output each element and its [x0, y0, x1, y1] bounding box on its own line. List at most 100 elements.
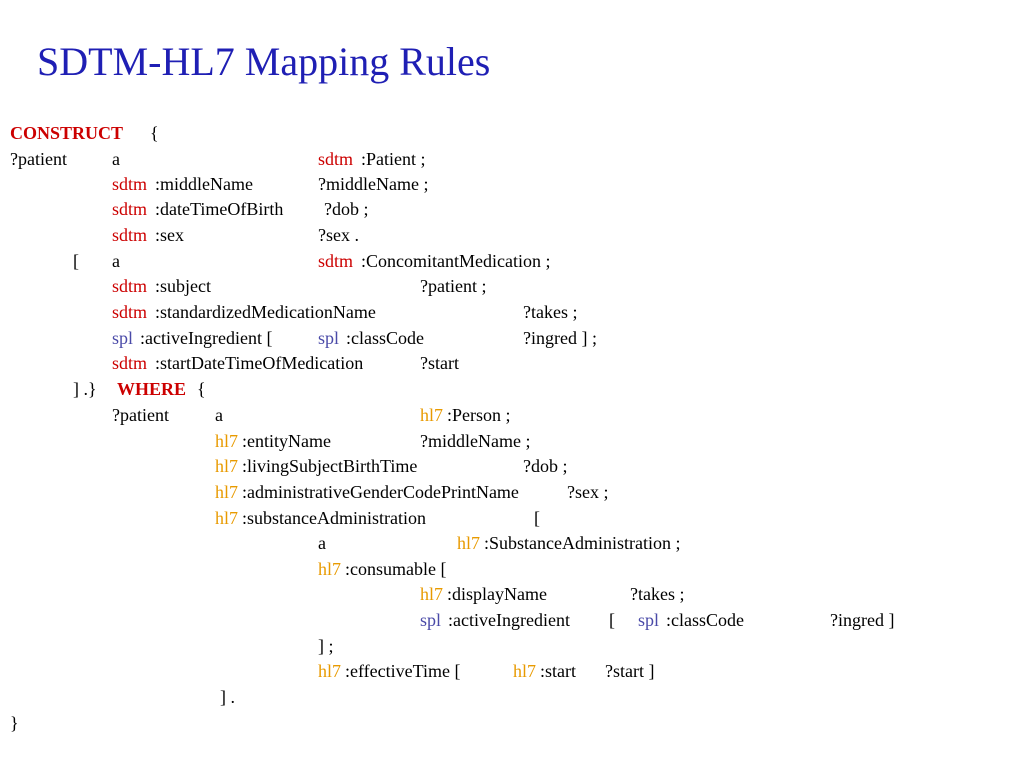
- close-bracket: ] .}: [73, 379, 97, 399]
- spl-prefix: spl: [112, 328, 134, 348]
- property-name: :classCode: [346, 328, 424, 348]
- code-line-12: ?patient a hl7 :Person ;: [0, 404, 1024, 426]
- property-name: :substanceAdministration: [242, 508, 426, 528]
- code-line-23: ] .: [0, 686, 1024, 708]
- code-line-2: ?patient a sdtm :Patient ;: [0, 148, 1024, 170]
- close-brace: }: [10, 713, 19, 733]
- type-keyword: a: [112, 149, 120, 169]
- sdtm-prefix: sdtm: [112, 225, 148, 245]
- hl7-prefix: hl7: [420, 405, 444, 425]
- hl7-prefix: hl7: [457, 533, 481, 553]
- property-name: :startDateTimeOfMedication: [155, 353, 364, 373]
- property-name: :effectiveTime [: [345, 661, 461, 681]
- object-variable: ?takes ;: [523, 302, 578, 322]
- object-variable: ?middleName ;: [420, 431, 531, 451]
- hl7-prefix: hl7: [215, 508, 239, 528]
- open-brace: {: [197, 379, 206, 399]
- object-variable: ?dob ;: [523, 456, 568, 476]
- sdtm-prefix: sdtm: [318, 149, 354, 169]
- type-keyword: a: [215, 405, 223, 425]
- sdtm-prefix: sdtm: [112, 302, 148, 322]
- hl7-prefix: hl7: [513, 661, 537, 681]
- open-bracket: [: [534, 508, 540, 528]
- object-variable: ?ingred ]: [830, 610, 895, 630]
- object-variable: ?sex .: [318, 225, 359, 245]
- sdtm-prefix: sdtm: [112, 353, 148, 373]
- property-name: :sex: [155, 225, 184, 245]
- property-name: :administrativeGenderCodePrintName: [242, 482, 519, 502]
- hl7-prefix: hl7: [215, 431, 239, 451]
- object-variable: ?takes ;: [630, 584, 685, 604]
- object-variable: ?patient ;: [420, 276, 487, 296]
- code-line-16: hl7 :substanceAdministration [: [0, 507, 1024, 529]
- code-line-17: a hl7 :SubstanceAdministration ;: [0, 532, 1024, 554]
- where-keyword: WHERE: [117, 379, 187, 399]
- spl-prefix: spl: [638, 610, 660, 630]
- sdtm-prefix: sdtm: [318, 251, 354, 271]
- code-line-11: ] .} WHERE {: [0, 378, 1024, 400]
- variable: ?patient: [112, 405, 169, 425]
- code-line-4: sdtm :dateTimeOfBirth ?dob ;: [0, 198, 1024, 220]
- code-line-9: spl :activeIngredient [ spl :classCode ?…: [0, 327, 1024, 349]
- object-variable: ?start: [420, 353, 459, 373]
- slide-title: SDTM-HL7 Mapping Rules: [37, 39, 491, 84]
- spl-prefix: spl: [318, 328, 340, 348]
- variable: ?patient: [10, 149, 67, 169]
- object-variable: ?dob ;: [324, 199, 369, 219]
- property-name: :start: [540, 661, 576, 681]
- code-line-19: hl7 :displayName ?takes ;: [0, 583, 1024, 605]
- property-name: :subject: [155, 276, 211, 296]
- object-variable: ?middleName ;: [318, 174, 429, 194]
- code-line-18: hl7 :consumable [: [0, 558, 1024, 580]
- property-name: :activeIngredient: [448, 610, 570, 630]
- property-name: :classCode: [666, 610, 744, 630]
- property-name: :livingSubjectBirthTime: [242, 456, 418, 476]
- property-name: :standardizedMedicationName: [155, 302, 376, 322]
- open-bracket: [: [73, 251, 79, 271]
- sdtm-prefix: sdtm: [112, 276, 148, 296]
- code-line-15: hl7 :administrativeGenderCodePrintName ?…: [0, 481, 1024, 503]
- code-line-21: ] ;: [0, 635, 1024, 657]
- class-name: :ConcomitantMedication ;: [361, 251, 551, 271]
- sdtm-prefix: sdtm: [112, 199, 148, 219]
- property-name: :consumable [: [345, 559, 447, 579]
- spl-prefix: spl: [420, 610, 442, 630]
- class-name: :Person ;: [447, 405, 511, 425]
- hl7-prefix: hl7: [215, 482, 239, 502]
- close-bracket: ] ;: [318, 636, 334, 656]
- hl7-prefix: hl7: [215, 456, 239, 476]
- object-variable: ?start ]: [605, 661, 655, 681]
- code-line-1: CONSTRUCT {: [0, 122, 1024, 144]
- type-keyword: a: [318, 533, 326, 553]
- code-line-13: hl7 :entityName ?middleName ;: [0, 430, 1024, 452]
- object-variable: ?ingred ] ;: [523, 328, 597, 348]
- code-line-5: sdtm :sex ?sex .: [0, 224, 1024, 246]
- code-line-3: sdtm :middleName ?middleName ;: [0, 173, 1024, 195]
- property-name: :activeIngredient [: [140, 328, 273, 348]
- hl7-prefix: hl7: [318, 661, 342, 681]
- property-name: :entityName: [242, 431, 331, 451]
- hl7-prefix: hl7: [318, 559, 342, 579]
- code-line-10: sdtm :startDateTimeOfMedication ?start: [0, 352, 1024, 374]
- code-line-24: }: [0, 712, 1024, 734]
- close-bracket: ] .: [220, 687, 235, 707]
- hl7-prefix: hl7: [420, 584, 444, 604]
- class-name: :SubstanceAdministration ;: [484, 533, 681, 553]
- property-name: :displayName: [447, 584, 547, 604]
- type-keyword: a: [112, 251, 120, 271]
- property-name: :middleName: [155, 174, 253, 194]
- code-line-14: hl7 :livingSubjectBirthTime ?dob ;: [0, 455, 1024, 477]
- open-brace: {: [150, 123, 159, 143]
- class-name: :Patient ;: [361, 149, 426, 169]
- object-variable: ?sex ;: [567, 482, 609, 502]
- sdtm-prefix: sdtm: [112, 174, 148, 194]
- open-bracket: [: [609, 610, 615, 630]
- code-line-7: sdtm :subject ?patient ;: [0, 275, 1024, 297]
- code-line-22: hl7 :effectiveTime [ hl7 :start ?start ]: [0, 660, 1024, 682]
- construct-keyword: CONSTRUCT: [10, 123, 124, 143]
- code-line-6: [ a sdtm :ConcomitantMedication ;: [0, 250, 1024, 272]
- property-name: :dateTimeOfBirth: [155, 199, 284, 219]
- code-line-8: sdtm :standardizedMedicationName ?takes …: [0, 301, 1024, 323]
